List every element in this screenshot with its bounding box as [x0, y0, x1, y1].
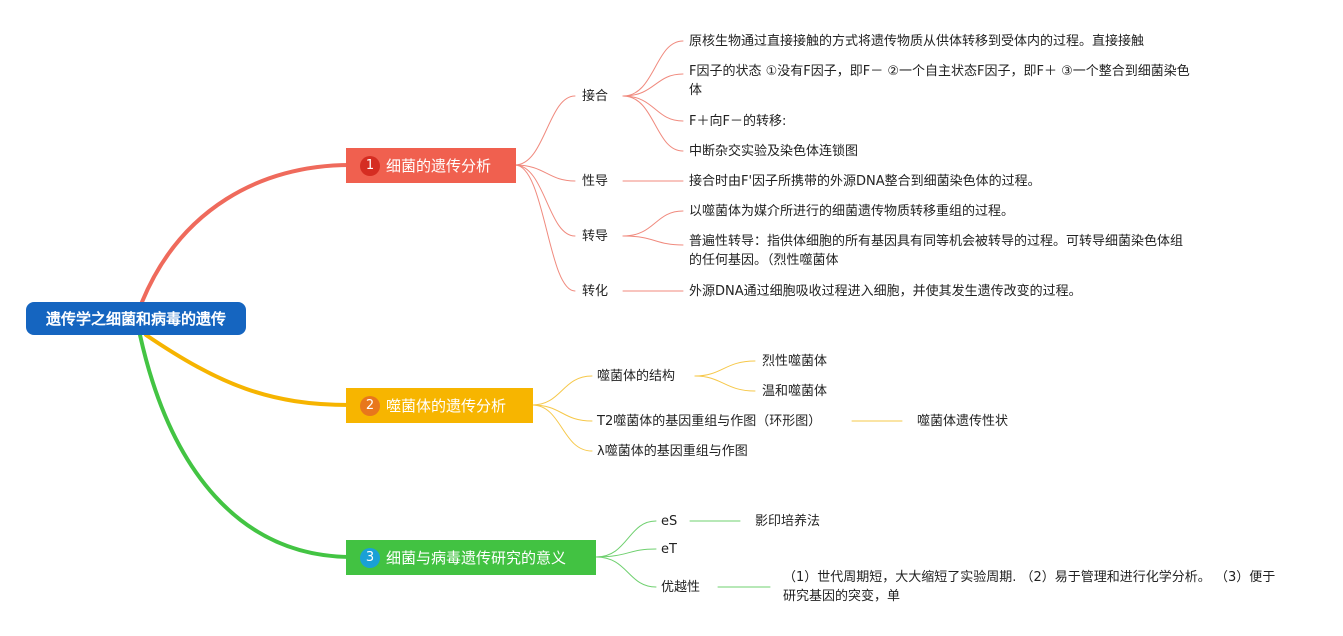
branch-2-label: 噬菌体的遗传分析 [386, 397, 507, 415]
detail-generalized-transduction[interactable]: 普遍性转导：指供体细胞的所有基因具有同等机会被转导的过程。可转导细菌染色体组的任… [689, 234, 1184, 268]
branch-3-topic[interactable]: 3 细菌与病毒遗传研究的意义 [346, 540, 596, 575]
badge-3: 3 [360, 547, 380, 568]
detail-advantages[interactable]: （1）世代周期短，大大缩短了实验周期. （2）易于管理和进行化学分析。 （3）便… [783, 570, 1276, 604]
connector-root-branch-1 [140, 163, 352, 304]
branch-3-label: 细菌与病毒遗传研究的意义 [386, 549, 567, 567]
badge-2: 2 [360, 395, 380, 416]
detail-transduction-definition[interactable]: 以噬菌体为媒介所进行的细菌遗传物质转移重组的过程。 [689, 204, 1015, 219]
detail-sexduction[interactable]: 接合时由F'因子所携带的外源DNA整合到细菌染色体的过程。 [689, 174, 1041, 189]
subtopic-zhuandao[interactable]: 转导 [582, 229, 609, 244]
branch-1-label: 细菌的遗传分析 [386, 157, 492, 175]
subtopic-et[interactable]: eT [661, 542, 677, 557]
detail-f-plus-transfer[interactable]: F＋向F－的转移: [689, 114, 787, 129]
detail-virulent-phage[interactable]: 烈性噬菌体 [762, 354, 828, 369]
detail-replica-plating[interactable]: 影印培养法 [755, 514, 821, 529]
subtopic-jiehe[interactable]: 接合 [582, 89, 609, 104]
branch-2-topic[interactable]: 2 噬菌体的遗传分析 [346, 388, 533, 423]
detail-phage-traits[interactable]: 噬菌体遗传性状 [917, 414, 1009, 429]
subtopic-xingdao[interactable]: 性导 [582, 174, 609, 189]
detail-transformation[interactable]: 外源DNA通过细胞吸收过程进入细胞，并使其发生遗传改变的过程。 [689, 284, 1082, 299]
subtopic-es[interactable]: eS [661, 514, 678, 529]
branch-1-topic[interactable]: 1 细菌的遗传分析 [346, 148, 516, 183]
root-topic-label: 遗传学之细菌和病毒的遗传 [45, 310, 226, 328]
connector-root-branch-2 [144, 333, 352, 407]
detail-f-factor-states[interactable]: F因子的状态 ①没有F因子，即F－ ②一个自主状态F因子，即F＋ ③一个整合到细… [689, 64, 1190, 98]
subtopic-advantages[interactable]: 优越性 [661, 580, 701, 595]
subtopic-t2-mapping[interactable]: T2噬菌体的基因重组与作图（环形图） [597, 414, 822, 429]
subtopic-lambda-mapping[interactable]: λ噬菌体的基因重组与作图 [597, 444, 748, 459]
subtopic-zhuanhua[interactable]: 转化 [582, 284, 609, 299]
detail-interrupted-mating[interactable]: 中断杂交实验及染色体连锁图 [689, 144, 859, 159]
detail-jiehe-definition[interactable]: 原核生物通过直接接触的方式将遗传物质从供体转移到受体内的过程。直接接触 [689, 34, 1145, 49]
root-topic[interactable]: 遗传学之细菌和病毒的遗传 [26, 302, 246, 335]
subtopic-phage-structure[interactable]: 噬菌体的结构 [597, 369, 676, 384]
connector-root-branch-3 [138, 333, 352, 559]
detail-temperate-phage[interactable]: 温和噬菌体 [762, 384, 828, 399]
badge-1: 1 [360, 155, 380, 176]
